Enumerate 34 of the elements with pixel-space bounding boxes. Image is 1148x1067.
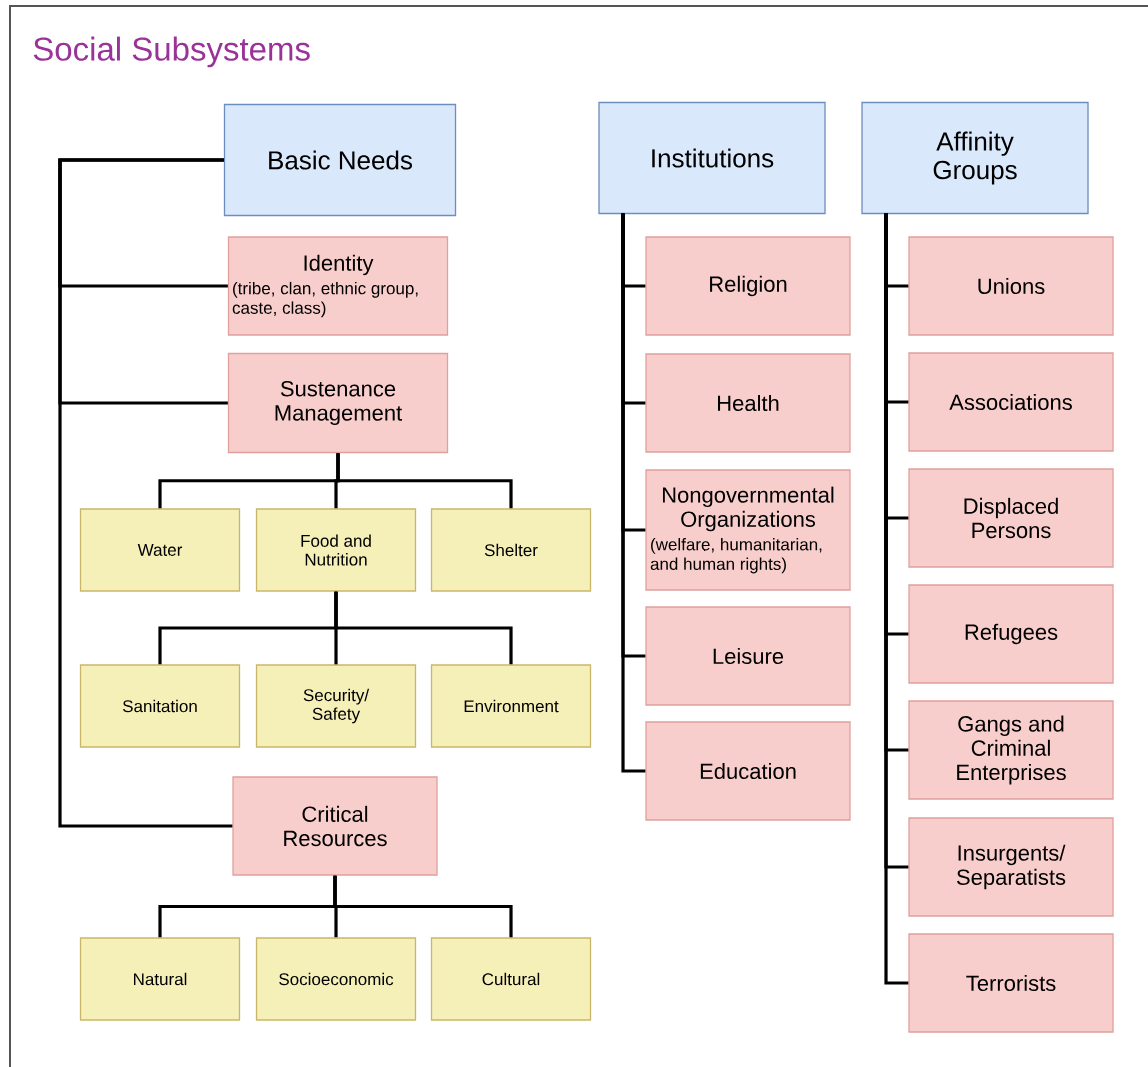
item-box: Socioeconomic xyxy=(255,937,417,1021)
subsystem-box: Religion xyxy=(645,236,851,336)
subsystem-box: Insurgents/ Separatists xyxy=(908,817,1114,917)
subsystem-box: Sustenance Management xyxy=(227,352,449,454)
item-box: Food and Nutrition xyxy=(255,508,417,592)
item-box: Natural xyxy=(79,937,241,1021)
item-box: Environment xyxy=(430,664,592,748)
item-box: Sanitation xyxy=(79,664,241,748)
item-box: Shelter xyxy=(430,508,592,592)
subsystem-box: Terrorists xyxy=(908,933,1114,1033)
connector-line xyxy=(333,875,513,938)
connector-line xyxy=(336,453,513,509)
connector-line xyxy=(58,158,233,828)
subsystem-box: Health xyxy=(645,353,851,453)
subsystem-box: Nongovernmental Organizations (welfare, humanitarian, and human rights) xyxy=(645,469,851,591)
subsystem-box: Associations xyxy=(908,352,1114,452)
title: Social Subsystems xyxy=(33,36,310,68)
subsystem-box: Displaced Persons xyxy=(908,468,1114,568)
subsystem-box: Identity (tribe, clan, ethnic group, caste, class) xyxy=(227,236,449,336)
connector-line xyxy=(884,213,909,985)
subsystem-box: Critical Resources xyxy=(232,776,438,876)
item-box: Security/ Safety xyxy=(255,664,417,748)
connector-line xyxy=(334,591,513,665)
category-box: Institutions xyxy=(598,101,826,215)
subsystem-box: Education xyxy=(645,721,851,821)
item-box: Cultural xyxy=(430,937,592,1021)
subsystem-box: Refugees xyxy=(908,584,1114,684)
category-box: Basic Needs xyxy=(223,103,457,217)
subsystem-box: Leisure xyxy=(645,606,851,706)
subsystem-box: Unions xyxy=(908,236,1114,336)
category-box: Affinity Groups xyxy=(861,101,1089,215)
item-box: Water xyxy=(79,508,241,592)
connector-line xyxy=(621,213,646,773)
subsystem-box: Gangs and Criminal Enterprises xyxy=(908,700,1114,800)
